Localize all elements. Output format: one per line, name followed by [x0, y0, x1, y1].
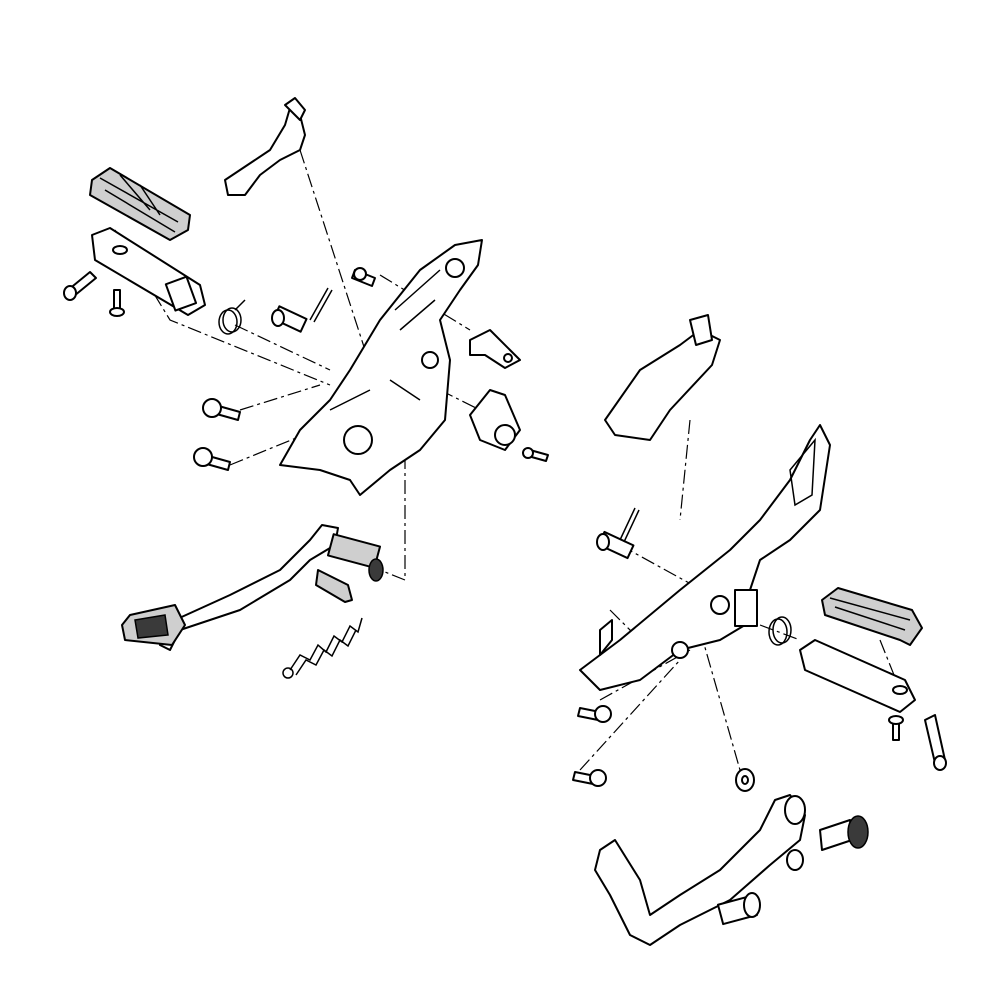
rear-brake-pedal [121, 524, 384, 651]
pivot-pin-left [271, 305, 308, 333]
left-bracket-bolts [193, 267, 549, 471]
cotter-pin-right [619, 507, 640, 543]
torsion-spring-left [218, 299, 246, 335]
cotter-pin-left [309, 287, 333, 323]
pivot-pin-right [596, 530, 635, 560]
brake-pedal-return-spring [282, 617, 363, 679]
shift-linkage [594, 794, 806, 946]
torsion-spring-right [768, 616, 792, 646]
left-rider-footrest-bracket [279, 239, 483, 496]
shift-pivot-bolt [819, 815, 869, 851]
left-footpeg [91, 227, 206, 316]
left-footpeg-bolts [63, 271, 125, 317]
right-heel-guard [604, 314, 721, 441]
washer [735, 768, 755, 792]
left-footpeg-rubber [89, 167, 191, 241]
right-footpeg-rubber [821, 587, 923, 646]
left-heel-guard [224, 97, 306, 196]
brake-switch [469, 389, 521, 451]
right-bracket-bolts [572, 705, 612, 787]
right-rider-footrest-bracket [579, 424, 831, 691]
right-footpeg-bolts [888, 714, 947, 771]
brake-switch-bracket [469, 329, 521, 369]
pedal-spring-hook [315, 569, 353, 603]
right-footpeg [799, 639, 916, 713]
leader-lines [114, 149, 901, 771]
